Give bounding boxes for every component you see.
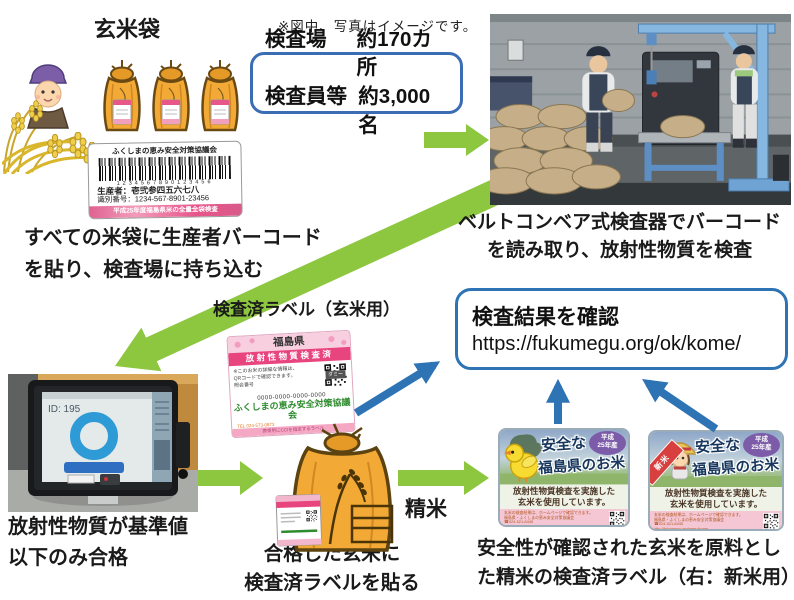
stats-sites-value: 約170カ所 [356,27,432,80]
stats-inspectors-label: 検査員等 [265,85,347,108]
caption-conveyor: ベルトコンベア式検査器でバーコード を読み取り、放射性物質を検査 [445,209,794,264]
fine-line3: ☎024-521-8445 [504,519,534,525]
safe-label-desc: 放射性物質検査を実施した 玄米を使用しています。 [500,485,628,509]
stats-row-sites: 検査場 約170カ所 [265,26,448,83]
genmai-label-notes: ※このお米の詳細な情報は、 QRコードで確認できます。 照会番号 [233,366,298,390]
safe-rice-label-genmai-based: 安全な 平成 25年産 福島県のお米 放射性物質検査を実施した 玄米を使用してい… [498,428,630,527]
arrow-tablet-to-bag [196,461,263,495]
barcode-bottom-band: 平成25年度福島県米の全量全袋検査 [89,203,242,219]
farmer-cap [28,64,68,84]
stats-sites-label: 検査場 [265,27,327,51]
result-check-title: 検査結果を確認 [472,306,619,329]
rice-bags-row [103,58,239,132]
caption-safe-labels: 安全性が確認された玄米を原料とし た精米の検査済ラベル（右：新米用） [477,535,794,592]
caption-pass-line1: 放射性物質が基準値 [8,516,188,538]
caption-pass-line2: 以下のみ合格 [8,547,128,569]
labeled-rice-bag [275,423,394,552]
fine-line1: 玄米の検査結果は、ホームページで確認できます。 [504,510,593,515]
result-check-url: https://fukumegu.org/ok/kome/ [472,333,742,355]
screen-id-text: ID: 195 [48,404,81,415]
safe-title-line1: 安全な [540,434,587,455]
safe-label-top: 安全な 平成 25年産 福島県のお米 [500,430,628,485]
badge-line1: 平成 [601,434,614,441]
rice-stalk-motif [328,469,367,545]
monitor-photo: ID: 195 [8,374,198,512]
safe-label-fineprint: 玄米の検査結果は、ホームページで確認できます。 福島県・ふくしまの恵み安全対策協… [650,511,782,531]
conveyor-table [637,115,732,181]
image-disclaimer-note: ※図中、写真はイメージです。 [278,19,478,34]
fine-line1: 玄米の検査結果は、ホームページで確認できます。 [654,512,743,517]
rice-bag-icon [201,58,239,132]
desc-line1: 放射性物質検査を実施した [512,486,615,496]
caption-bring-to-site: すべての米袋に生産者バーコード を貼り、検査場に持ち込む [24,222,336,286]
year-badge: 平成 25年産 [589,431,626,455]
stats-row-inspectors: 検査員等 約3,000名 [265,83,448,140]
caption-conveyor-line1: ベルトコンベア式検査器でバーコード [457,212,781,233]
desc-line2: 玄米を使用しています。 [669,499,763,510]
farmer-face-features [36,90,60,102]
caption-conveyor-line2: を読み取り、放射性物質を検査 [486,239,753,261]
arrow-genmailabel-to-resultbox [353,361,441,417]
caption-bring-line1: すべての米袋に生産者バーコード [24,227,322,249]
worker-left [582,46,635,152]
desc-line1: 放射性物質検査を実施した [664,488,767,498]
arrow-label2-to-resultbox [642,378,719,433]
seimai-text: 精米 [405,498,447,521]
conveyor-inspection-photo [490,14,791,205]
result-check-box: 検査結果を確認 https://fukumegu.org/ok/kome/ [455,288,788,370]
stats-inspectors-value: 約3,000名 [358,85,431,137]
desc-line2: 玄米を使用しています。 [517,497,611,508]
year-badge: 平成 25年産 [743,433,780,457]
barcode-org-text: ふくしまの恵み安全対策協議会 [111,145,218,156]
safe-label-fineprint: 玄米の検査結果は、ホームページで確認できます。 福島県・ふくしまの恵み安全対策協… [500,509,628,527]
qr-code-icon [763,513,779,529]
pass-ring-icon [70,412,118,460]
bag-print-lines [350,504,394,544]
fine-line4: http://fukumegu.org/meru/kome [504,523,559,527]
genmai-label-body: ※このお米の詳細な情報は、 QRコードで確認できます。 照会番号 ダミー [229,360,352,397]
barcode-stripes [98,155,231,182]
rice-bag-icon [152,58,190,132]
fine-line2: 福島県・ふくしまの恵み安全対策協議会 [654,516,725,522]
chick-landscape-art [500,434,628,485]
monitor-screen: ID: 195 [42,392,172,485]
worker-right [730,45,758,148]
badge-line2: 25年産 [597,442,618,450]
fine-line2: 福島県・ふくしまの恵み安全対策協議会 [504,514,575,520]
producer-barcode-label: ふくしまの恵み安全対策協議会 1234567890123456 生産者：壱弐参四… [87,140,243,220]
badge-line1: 平成 [755,436,768,443]
caption-bring-line2: を貼り、検査場に持ち込む [24,259,264,281]
inspection-stats-box: 検査場 約170カ所 検査員等 約3,000名 [250,28,463,137]
safe-label-desc: 放射性物質検査を実施した 玄米を使用しています。 [650,487,782,511]
mini-inspected-label [275,494,323,547]
safe-rice-label-shinmai: 新米 安全な 平成 25年産 福島県のお米 [648,430,784,531]
fine-line4: http://fukumegu.org/meru/kome [654,525,709,531]
badge-line2: 25年産 [751,444,772,452]
caption-stick-line2: 検査済ラベルを貼る [244,572,420,595]
genmai-label-title: 検査済ラベル（玄米用） [213,300,400,319]
caption-safe-line2: た精米の検査済ラベル（右：新米用） [477,566,794,588]
rice-bag-icon [103,58,141,132]
caption-safe-line1: 安全性が確認された玄米を原料とし [477,538,782,559]
farmer-face [34,80,62,108]
genmai-bag-title: 玄米袋 [94,17,161,42]
safe-title-line1: 安全な [694,436,741,457]
fine-line3: ☎024-521-8445 [654,521,684,527]
caption-pass-criteria: 放射性物質が基準値 以下のみ合格 [8,512,238,574]
qr-code-icon [609,511,625,525]
qr-dummy-text: ダミー [325,370,346,380]
chick-icon [503,443,539,483]
